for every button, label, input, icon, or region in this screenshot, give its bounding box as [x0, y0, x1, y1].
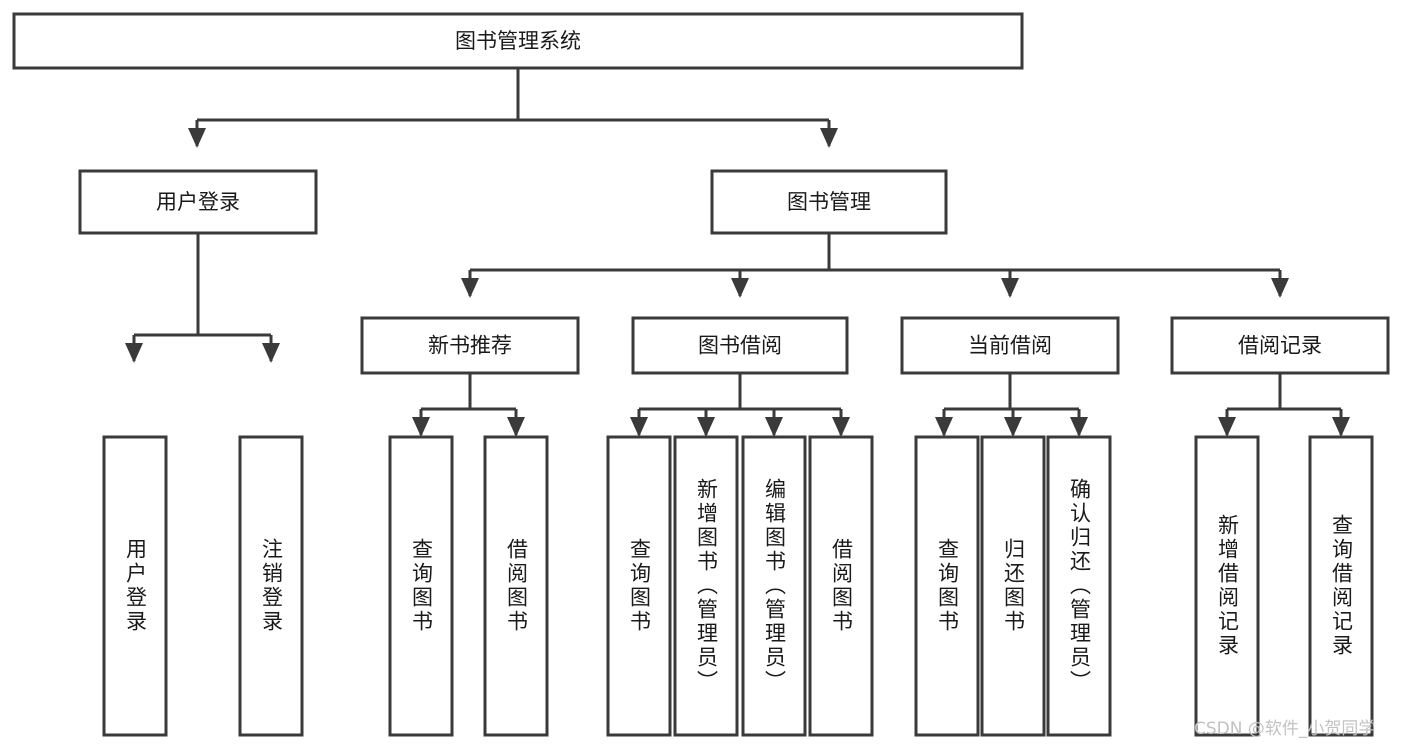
book-borrow-arrow-0	[630, 417, 648, 437]
node-box-new-book-recommend[interactable]	[360, 316, 580, 375]
node-box-leaf-borrow-book-2[interactable]	[808, 435, 874, 737]
book-borrow-arrow-3	[832, 417, 850, 437]
node-box-leaf-return-book[interactable]	[980, 435, 1046, 737]
node-label-book-borrow: 图书借阅	[698, 334, 782, 358]
node-box-leaf-add-borrow-record[interactable]	[1194, 435, 1260, 737]
node-label-root: 图书管理系统	[455, 29, 581, 53]
node-box-leaf-query-book-2[interactable]	[606, 435, 672, 737]
node-box-root[interactable]	[12, 12, 1024, 70]
node-box-leaf-confirm-return[interactable]	[1046, 435, 1112, 737]
node-borrow-record[interactable]: 借阅记录	[1170, 316, 1390, 375]
current-borrow-arrow-1	[1004, 417, 1022, 437]
book-mgmt-arrow-0	[461, 278, 479, 298]
book-mgmt-arrow-3	[1271, 278, 1289, 298]
edges-layer	[125, 68, 1350, 437]
node-label-book-management: 图书管理	[787, 190, 871, 214]
root-arrow-1	[820, 128, 838, 148]
node-book-management[interactable]: 图书管理	[710, 169, 948, 235]
borrow-record-arrow-1	[1332, 417, 1350, 437]
new-book-arrow-1	[507, 417, 525, 437]
node-box-leaf-query-book-1[interactable]	[388, 435, 454, 737]
node-book-borrow[interactable]: 图书借阅	[631, 316, 849, 375]
node-box-leaf-user-logout[interactable]	[238, 435, 304, 737]
node-box-book-borrow[interactable]	[631, 316, 849, 375]
node-box-leaf-add-book[interactable]	[673, 435, 739, 737]
node-box-leaf-edit-book[interactable]	[741, 435, 807, 737]
book-mgmt-arrow-1	[731, 278, 749, 298]
node-label-current-borrow: 当前借阅	[968, 334, 1052, 358]
node-box-leaf-borrow-book-1[interactable]	[483, 435, 549, 737]
node-current-borrow[interactable]: 当前借阅	[900, 316, 1120, 375]
current-borrow-arrow-2	[1070, 417, 1088, 437]
node-box-leaf-query-book-3[interactable]	[914, 435, 980, 737]
node-root[interactable]: 图书管理系统	[12, 12, 1024, 70]
root-arrow-0	[188, 128, 206, 148]
new-book-arrow-0	[412, 417, 430, 437]
node-label-user-login: 用户登录	[156, 190, 240, 214]
user-login-arrow-1	[262, 343, 280, 363]
book-borrow-arrow-1	[697, 417, 715, 437]
node-box-user-login[interactable]	[78, 169, 318, 235]
user-login-arrow-0	[125, 343, 143, 363]
node-label-borrow-record: 借阅记录	[1238, 334, 1322, 358]
node-user-login[interactable]: 用户登录	[78, 169, 318, 235]
current-borrow-arrow-0	[935, 417, 953, 437]
node-label-new-book-recommend: 新书推荐	[428, 334, 512, 358]
node-box-current-borrow[interactable]	[900, 316, 1120, 375]
borrow-record-arrow-0	[1218, 417, 1236, 437]
node-box-leaf-user-login[interactable]	[102, 435, 168, 737]
watermark-text: CSDN @软件_小贺同学	[1194, 719, 1376, 739]
node-box-leaf-query-borrow-record[interactable]	[1308, 435, 1374, 737]
node-box-borrow-record[interactable]	[1170, 316, 1390, 375]
book-borrow-arrow-2	[765, 417, 783, 437]
node-new-book-recommend[interactable]: 新书推荐	[360, 316, 580, 375]
node-box-book-management[interactable]	[710, 169, 948, 235]
book-mgmt-arrow-2	[1001, 278, 1019, 298]
